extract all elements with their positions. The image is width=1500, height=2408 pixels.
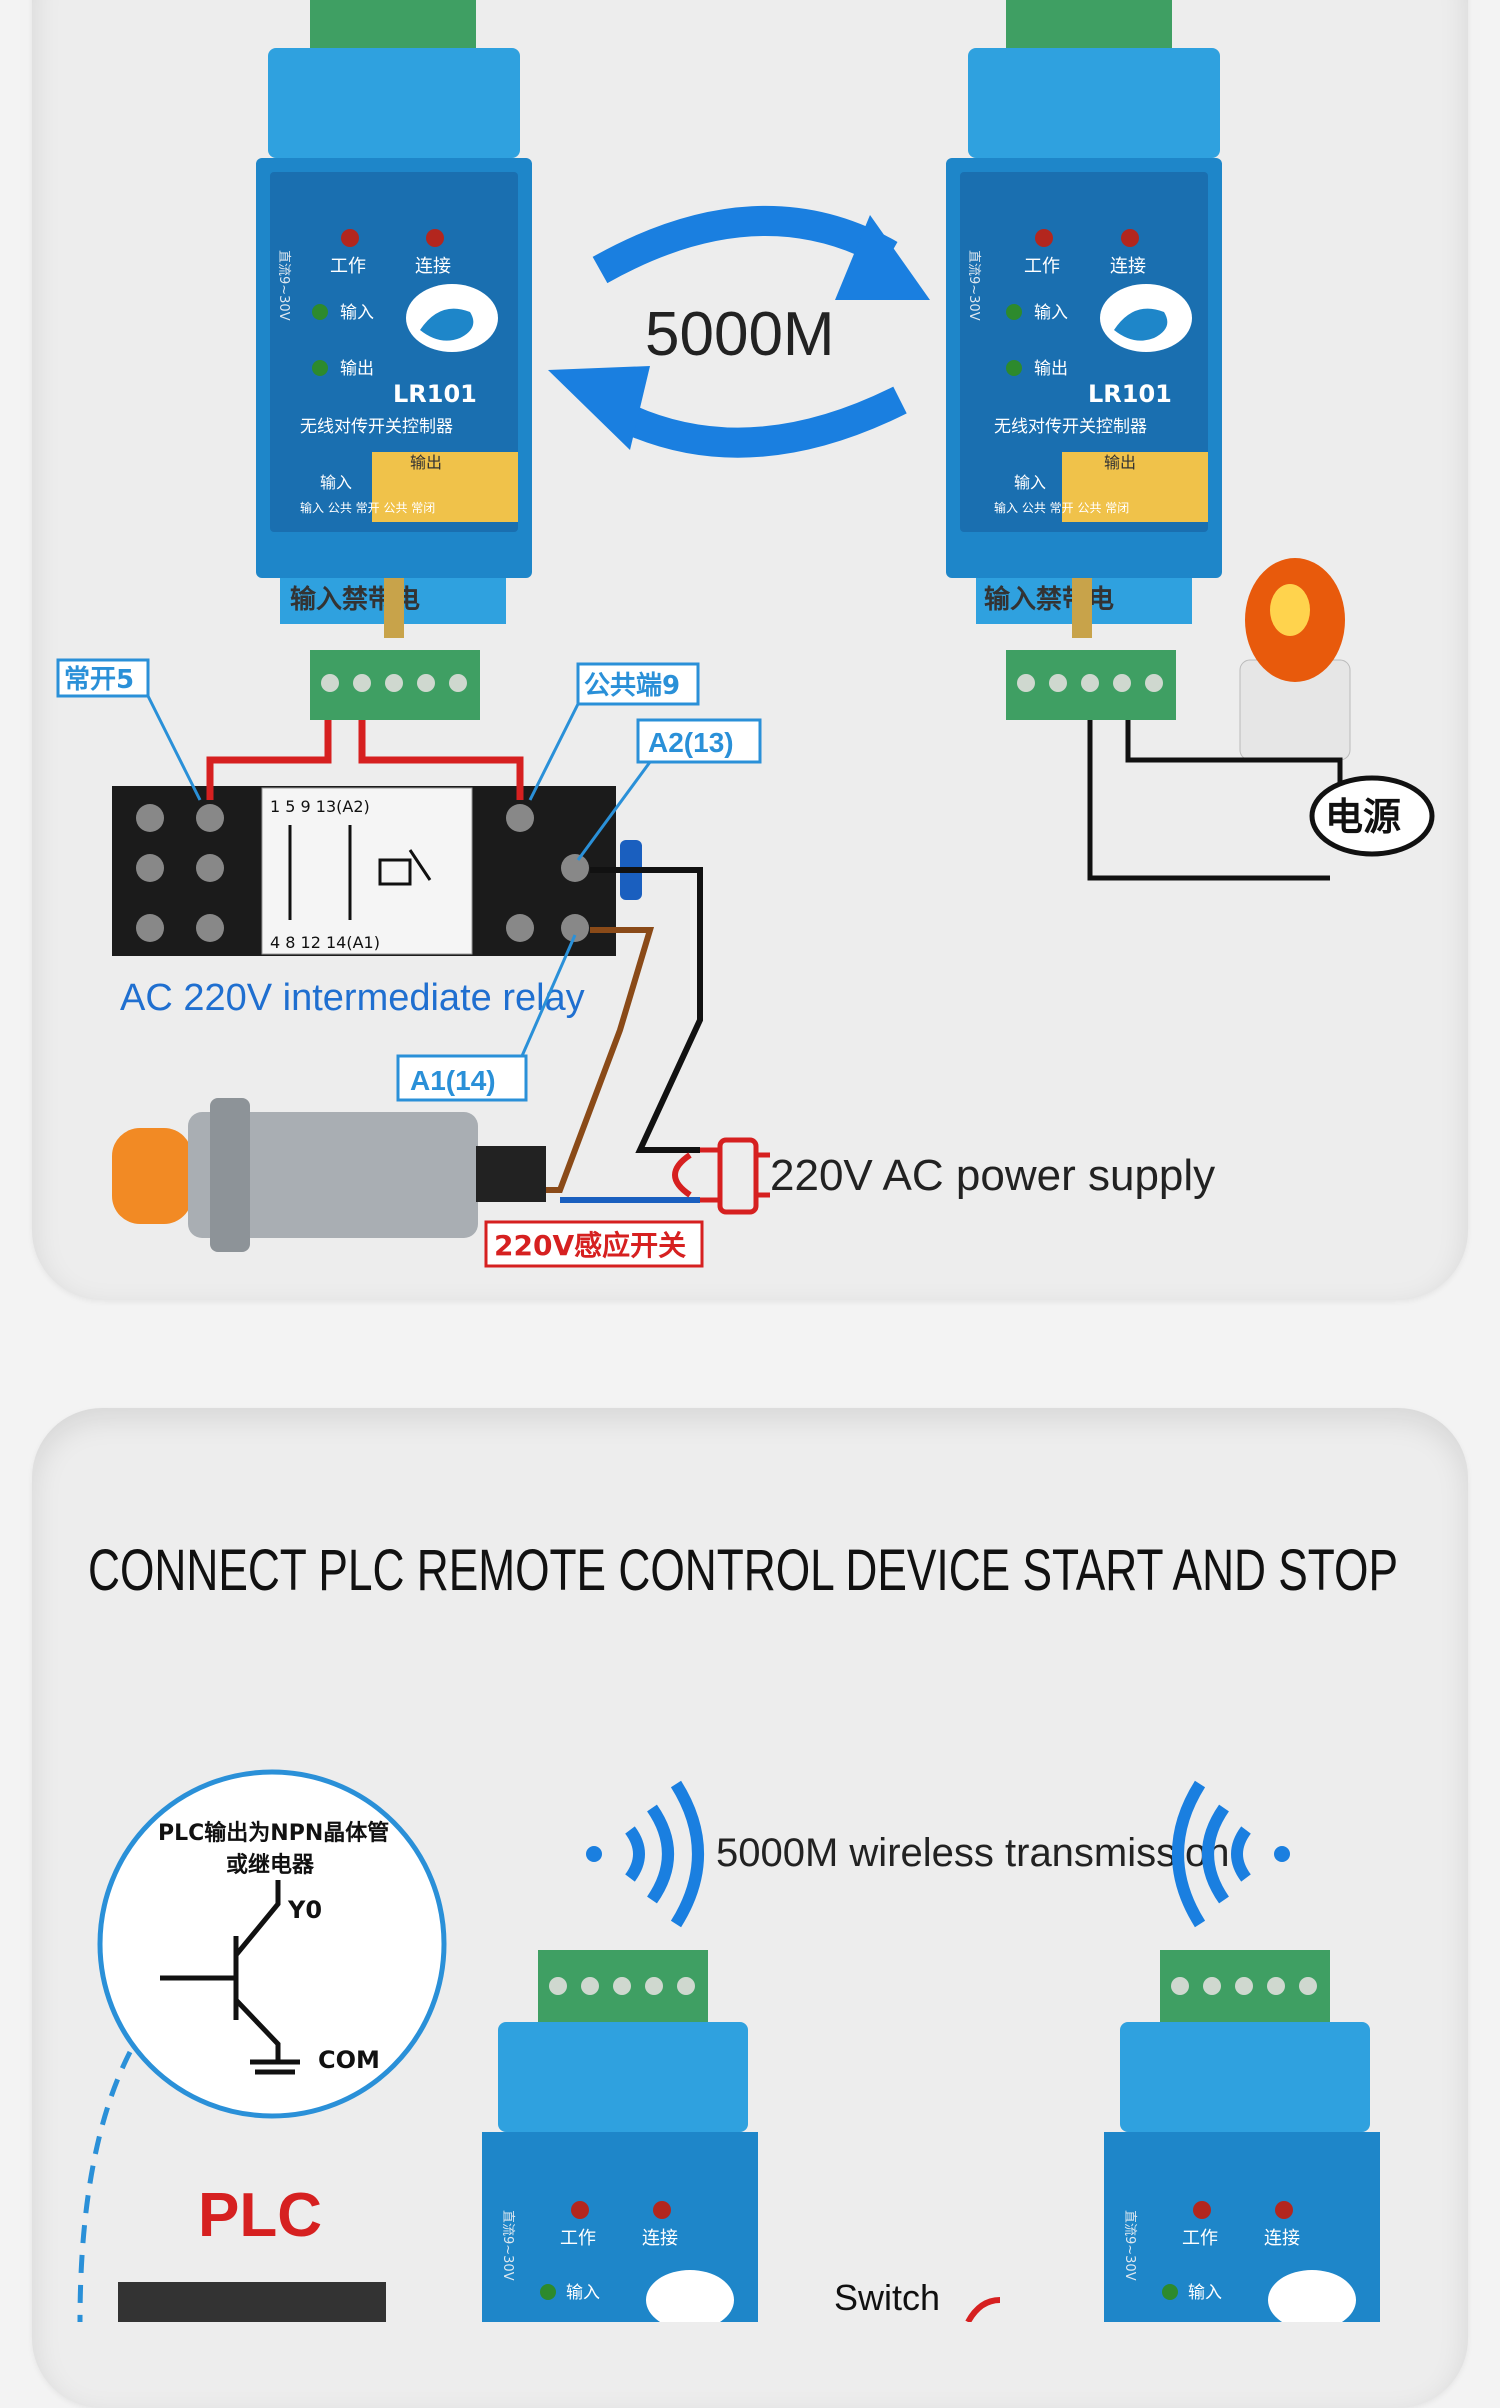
callout-com9 (576, 662, 700, 706)
plc-label: PLC (198, 2181, 322, 2250)
module-right: 直流9~30V 工作 连接 输入 输出 LR101 无线对传开关控制器 输出 输… (946, 0, 1222, 720)
module-bottom-left: 直流9~30V 工作 连接 输入 (482, 1950, 758, 2322)
callout-nc5 (56, 658, 150, 698)
proximity-sensor-icon (112, 1098, 546, 1252)
power-range-left: 直流9~30V (276, 250, 291, 321)
sensor-label: 220V感应开关 (494, 1229, 686, 1262)
svg-text:公共端9: 公共端9 (584, 671, 680, 701)
power-supply-label: 220V AC power supply (770, 1151, 1215, 1200)
model-left: LR101 (393, 380, 477, 408)
name-right: 无线对传开关控制器 (994, 417, 1147, 437)
antenna-connector-left (384, 578, 404, 638)
relay: 1 5 9 13(A2) 4 8 12 14(A1) (112, 786, 642, 956)
wireless-right-icon (1172, 1780, 1290, 1928)
circle-text-1: PLC输出为NPN晶体管 (158, 1820, 389, 1846)
led-connect-right: 连接 (1110, 256, 1146, 277)
wireless-label: 5000M wireless transmission (716, 1831, 1230, 1875)
svg-text:A1(14): A1(14) (410, 1065, 496, 1096)
transistor-icon (160, 1880, 300, 2075)
callout-a2 (636, 718, 762, 764)
power-range-bottom-right: 直流9~30V (1122, 2210, 1137, 2281)
svg-text:工作: 工作 (1182, 2228, 1218, 2249)
relay-pins-top: 1 5 9 13(A2) (270, 797, 370, 816)
section-input-left: 输入 (320, 473, 352, 492)
plc-output-circle (97, 1769, 447, 2119)
relay-pins-bottom: 4 8 12 14(A1) (270, 933, 380, 952)
terminal-block-top-left (310, 0, 476, 48)
section-input-right: 输入 (1014, 473, 1046, 492)
name-left: 无线对传开关控制器 (300, 417, 453, 437)
arrow-left-icon (602, 386, 907, 458)
led-work-right: 工作 (1024, 256, 1060, 277)
terminal-labels-left: 输入 公共 常开 公共 常闭 (300, 500, 435, 515)
led-input-right: 输入 (1034, 303, 1068, 323)
svg-text:输入: 输入 (566, 2283, 600, 2303)
callout-sensor (484, 1220, 704, 1268)
relay-label: AC 220V intermediate relay (120, 977, 585, 1019)
module-left: 直流9~30V 工作 连接 输入 输出 LR101 无线对传开关控制器 输出 输… (256, 0, 532, 720)
section-output-right: 输出 (1104, 453, 1136, 472)
led-input-left: 输入 (340, 303, 374, 323)
warning-light-icon (1239, 558, 1351, 761)
circle-text-2: 或继电器 (226, 1852, 315, 1878)
svg-text:连接: 连接 (1264, 2228, 1300, 2249)
led-output-right: 输出 (1034, 359, 1068, 379)
power-source-badge (1309, 775, 1435, 857)
link-arrows: 5000M (548, 205, 930, 458)
com-label: COM (318, 2046, 380, 2074)
module-bottom-right: 直流9~30V 工作 连接 输入 (1104, 1950, 1380, 2322)
y0-label: Y0 (287, 1896, 322, 1924)
svg-text:输入: 输入 (1188, 2283, 1222, 2303)
model-right: LR101 (1088, 380, 1172, 408)
svg-text:工作: 工作 (560, 2228, 596, 2249)
led-work-left: 工作 (330, 256, 366, 277)
power-plug-icon (672, 1137, 770, 1215)
callout-a1 (396, 1054, 528, 1102)
power-source-label: 电源 (1325, 795, 1401, 839)
brand-logo-bottom-left (646, 2270, 734, 2322)
output-panel-right (1062, 452, 1208, 522)
terminal-labels-right: 输入 公共 常开 公共 常闭 (994, 500, 1129, 515)
switch-label: Switch (834, 2277, 940, 2318)
svg-text:A2(13): A2(13) (648, 727, 734, 758)
section-title: CONNECT PLC REMOTE CONTROL DEVICE START … (88, 1538, 1398, 1603)
svg-text:常开5: 常开5 (64, 665, 134, 695)
arrow-right-icon (592, 205, 898, 284)
antenna-connector-right (1072, 578, 1092, 638)
warning-right: 输入禁带电 (984, 584, 1114, 615)
led-output-left: 输出 (340, 359, 374, 379)
brand-logo-bottom-right (1268, 2270, 1356, 2322)
svg-text:连接: 连接 (642, 2228, 678, 2249)
section-output-left: 输出 (410, 453, 442, 472)
power-range-bottom-left: 直流9~30V (500, 2210, 515, 2281)
power-range-right: 直流9~30V (966, 250, 981, 321)
diagram-canvas: 直流9~30V 工作 连接 输入 输出 LR101 无线对传开关控制器 输出 输… (56, 0, 1435, 2322)
plc-device (118, 2282, 386, 2322)
wireless-left-icon (586, 1780, 704, 1928)
terminal-block-top-right (1006, 0, 1172, 48)
distance-label: 5000M (645, 300, 835, 369)
output-panel-left (372, 452, 518, 522)
led-connect-left: 连接 (415, 256, 451, 277)
